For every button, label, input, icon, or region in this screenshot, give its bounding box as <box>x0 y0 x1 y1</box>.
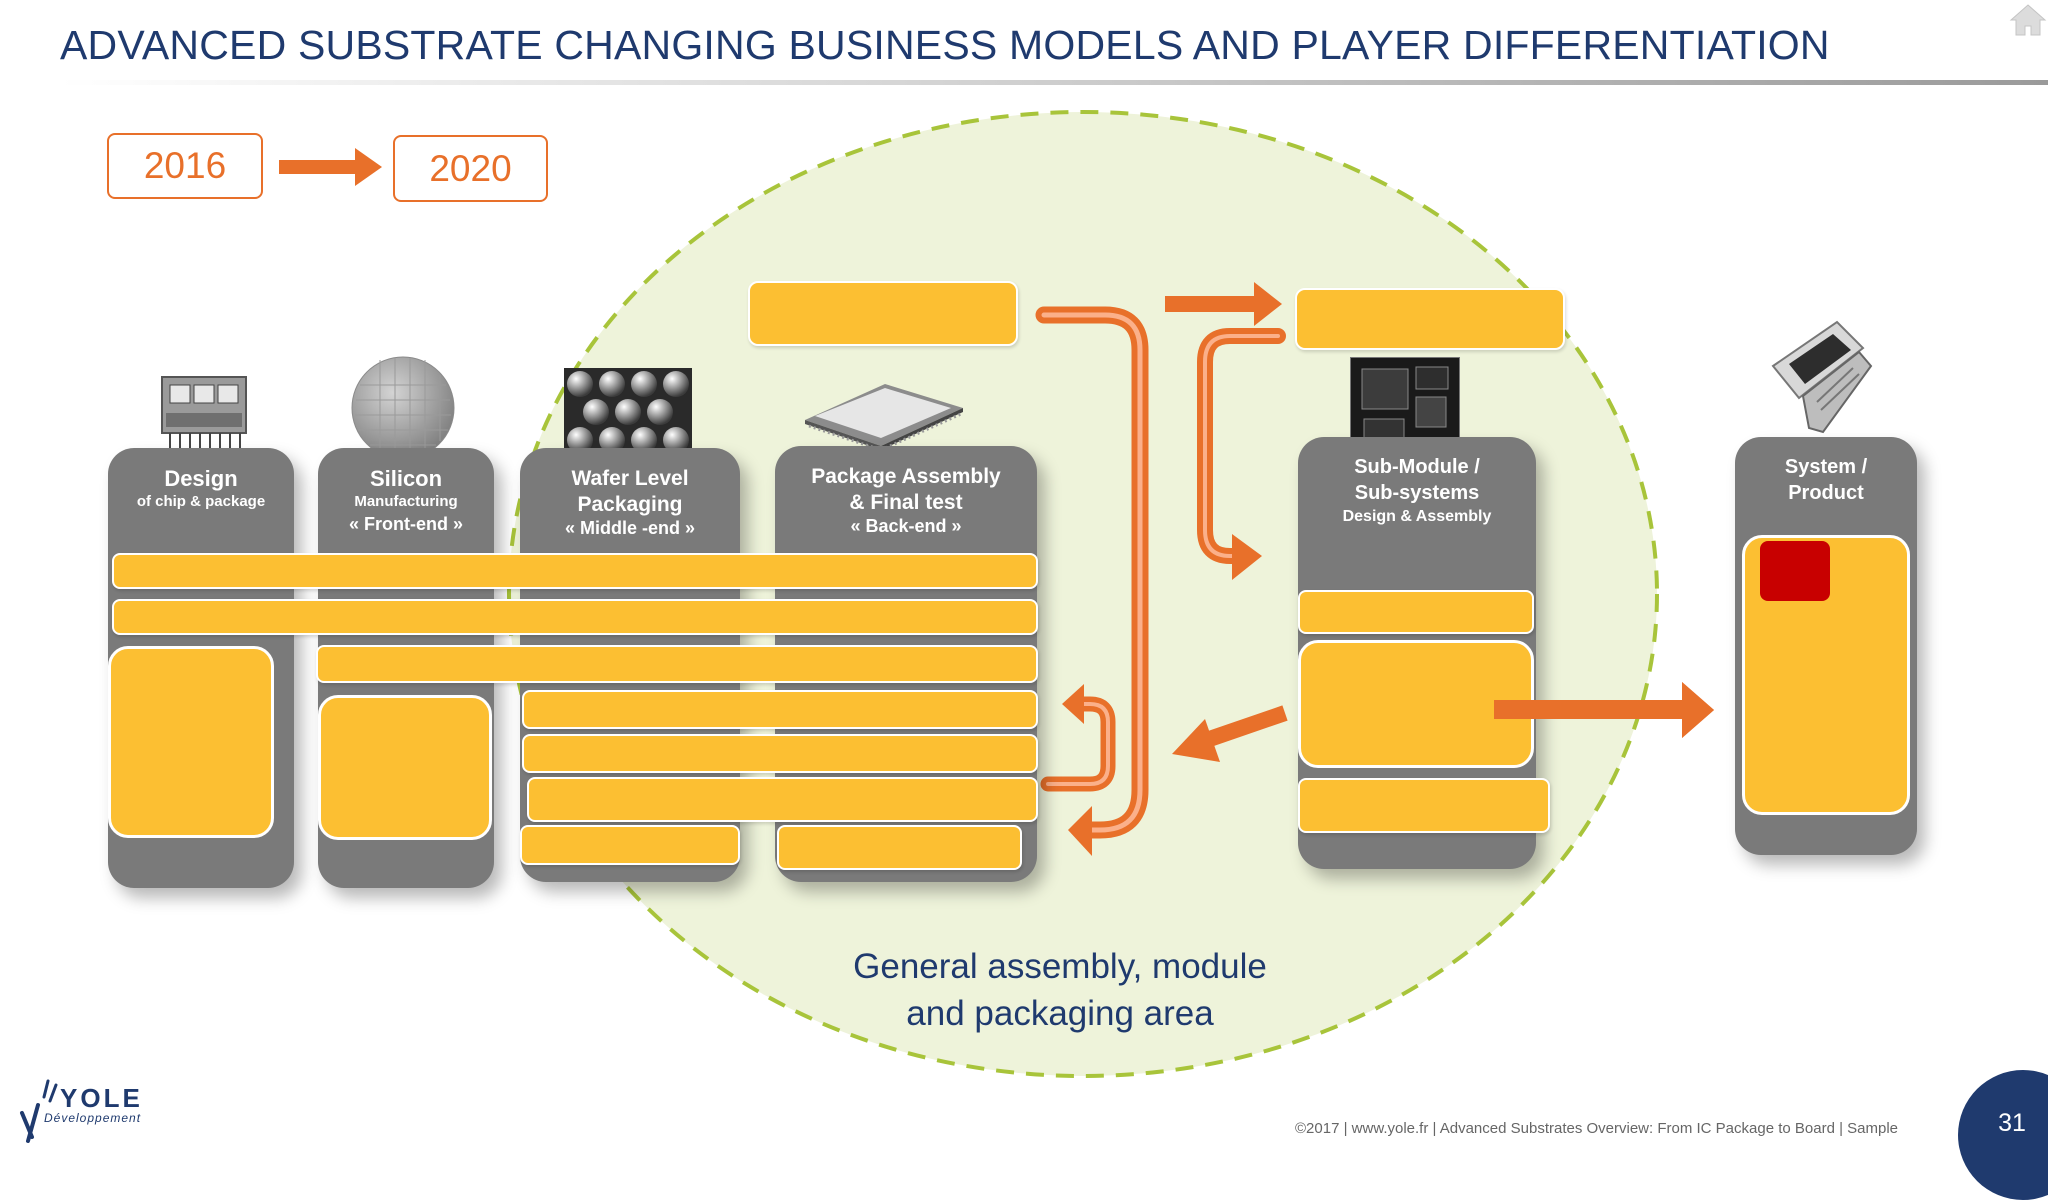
home-icon[interactable] <box>2008 2 2048 38</box>
arrow-back-diagonal <box>1172 705 1288 762</box>
yole-logo: YOLE Développement <box>16 1075 166 1143</box>
chip-design-photo <box>161 376 247 453</box>
assembly-area-label-line2: and packaging area <box>906 994 1214 1033</box>
bar-submodule-1 <box>1298 590 1534 634</box>
bar-wafer-to-assembly-1 <box>522 690 1038 729</box>
block-silicon <box>318 695 492 840</box>
bump-array-photo <box>564 368 692 458</box>
bar-submodule-2 <box>1298 778 1550 833</box>
bar-wafer-to-assembly-2 <box>522 734 1038 773</box>
bar-design-to-assembly-2 <box>112 599 1038 635</box>
package-assembly-title: Package Assembly <box>811 465 1001 488</box>
package-assembly-title-line2: & Final test <box>849 491 963 514</box>
footer-text: ©2017 | www.yole.fr | Advanced Substrate… <box>1295 1120 1899 1137</box>
bar-package-assembly <box>777 825 1022 870</box>
design-subtitle: of chip & package <box>136 493 266 510</box>
sub-module-title-line2: Sub-systems <box>1354 482 1480 504</box>
logo-word: YOLE <box>60 1083 143 1113</box>
design-title: Design <box>164 466 238 491</box>
wafer-level-title-line2: Packaging <box>577 493 683 516</box>
arrow-to-system-overlay <box>1494 682 1714 738</box>
bar-design-to-assembly-1 <box>112 553 1038 589</box>
assembly-area-label: General assembly, module and packaging a… <box>790 943 1330 1037</box>
sub-module-subtitle: Design & Assembly <box>1342 508 1492 525</box>
arrow-into-submodule <box>1197 328 1286 580</box>
right-arrow-icon <box>279 148 382 186</box>
return-arrow-large <box>1035 306 1149 856</box>
year-start-box: 2016 <box>107 133 263 199</box>
title-underline <box>60 80 2048 85</box>
logo-sub: Développement <box>44 1111 142 1125</box>
silicon-wafer-photo <box>351 356 455 460</box>
package-assembly-tag: « Back-end » <box>850 516 962 536</box>
silicon-title: Silicon <box>369 466 443 491</box>
bga-package-photo <box>805 384 963 450</box>
assembly-area-label-line1: General assembly, module <box>853 947 1267 986</box>
bar-wafer-level <box>520 825 740 865</box>
system-title-line2: Product <box>1788 482 1864 504</box>
block-design <box>108 646 274 838</box>
silicon-tag: « Front-end » <box>348 514 463 534</box>
silicon-subtitle: Manufacturing <box>354 493 458 510</box>
top-bar-assembly <box>748 281 1018 346</box>
top-bar-submodule <box>1295 288 1565 350</box>
module-board-photo <box>1350 357 1460 452</box>
bar-silicon-to-assembly <box>316 645 1038 683</box>
flip-phone-photo <box>1771 320 1873 434</box>
wafer-level-tag: « Middle -end » <box>564 518 696 538</box>
system-title: System / <box>1784 456 1868 478</box>
return-arrow-small <box>1040 684 1116 792</box>
slide-title: ADVANCED SUBSTRATE CHANGING BUSINESS MOD… <box>60 22 1830 68</box>
wafer-level-title: Wafer Level <box>571 467 689 490</box>
bar-wafer-to-assembly-3 <box>527 777 1038 822</box>
system-marker <box>1760 541 1830 601</box>
sub-module-title: Sub-Module / <box>1354 456 1480 478</box>
page-number: 31 <box>1998 1109 2026 1137</box>
year-end-box: 2020 <box>393 135 548 202</box>
arrow-to-submodule-bar <box>1165 282 1282 326</box>
